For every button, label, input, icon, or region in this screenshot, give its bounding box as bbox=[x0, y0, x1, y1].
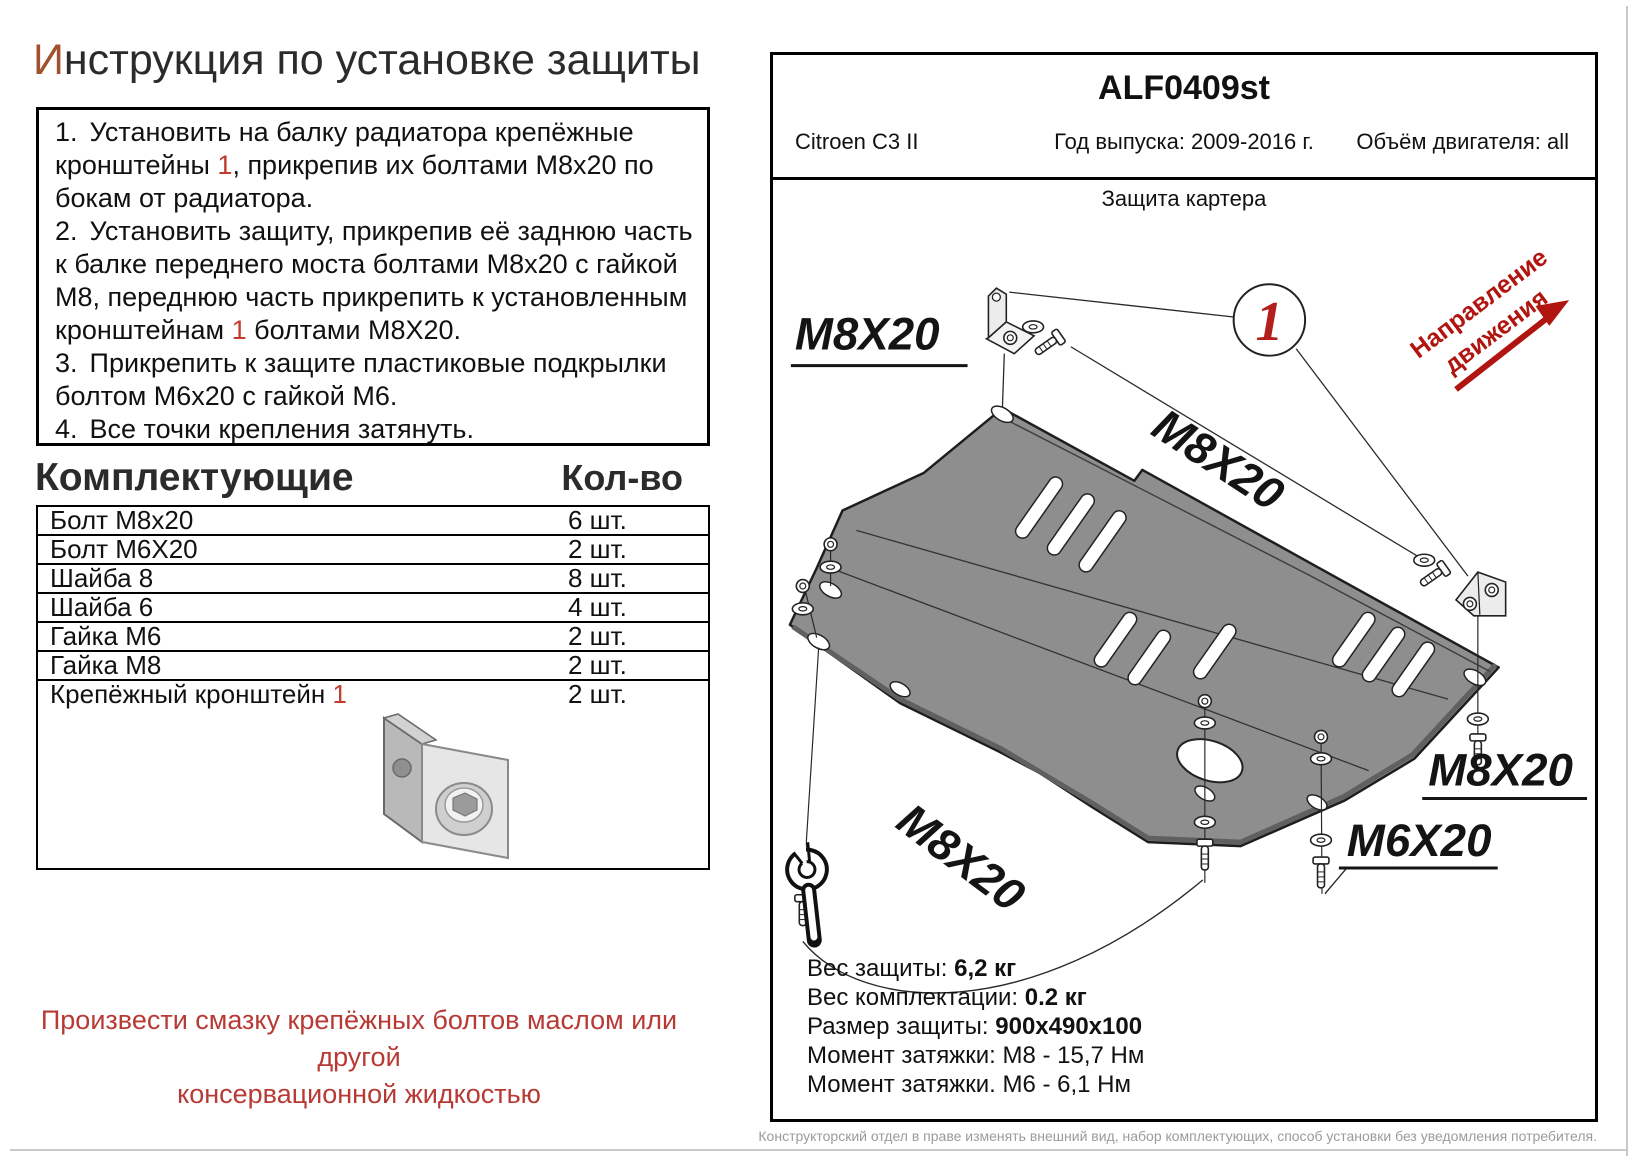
page-title: Инструкция по установке защиты bbox=[33, 36, 701, 85]
title-rest: нструкция по установке защиты bbox=[63, 36, 701, 84]
page-edge-right bbox=[1626, 6, 1628, 1156]
label-m8x20-left: M8X20 bbox=[888, 794, 1034, 922]
direction-of-travel: Направление движения bbox=[1406, 244, 1570, 392]
right-bracket bbox=[1454, 571, 1507, 617]
parts-qty-header: Кол-во bbox=[561, 457, 683, 498]
instruction-item: 1.Установить на балку радиатора крепёжны… bbox=[55, 117, 654, 213]
page-edge-bottom bbox=[10, 1149, 1628, 1151]
red-ref-1: 1 bbox=[231, 315, 247, 345]
parts-title: Комплектующие bbox=[35, 456, 354, 499]
title-initial: И bbox=[33, 36, 64, 84]
spec-line: Момент затяжки. М6 - 6,1 Нм bbox=[807, 1071, 1132, 1098]
panel-header: ALF0409st Citroen C3 II Год выпуска: 200… bbox=[773, 55, 1595, 180]
spec-line: Момент затяжки: М8 - 15,7 Нм bbox=[807, 1042, 1145, 1069]
instruction-item: 2.Установить защиту, прикрепив её заднюю… bbox=[55, 216, 693, 345]
wrench-icon bbox=[784, 830, 829, 948]
callout-1-number: 1 bbox=[1255, 291, 1283, 353]
vent-slots bbox=[1014, 476, 1436, 698]
spec-line: Вес защиты: 6,2 кг bbox=[807, 955, 1017, 982]
fine-print: Конструкторский отдел в праве изменять в… bbox=[758, 1128, 1597, 1144]
bracket-photo-cell bbox=[38, 708, 708, 868]
label-m6x20: M6X20 bbox=[1347, 815, 1492, 866]
product-subtitle: Защита картера bbox=[1101, 186, 1267, 211]
parts-header: Комплектующие Кол-во bbox=[35, 456, 683, 500]
instruction-item: 3.Прикрепить к защите пластиковые подкры… bbox=[55, 348, 667, 411]
instruction-item: 4.Все точки крепления затянуть. bbox=[55, 414, 474, 444]
installation-diagram: 1 Направление движения M8X20 M8X20 M8X20… bbox=[784, 244, 1588, 994]
specs-block: Вес защиты: 6,2 кг Вес комплектации: 0.2… bbox=[807, 954, 1144, 1099]
spec-line: Вес комплектации: 0.2 кг bbox=[807, 984, 1087, 1011]
callout-1: 1 bbox=[1232, 283, 1307, 357]
car-model: Citroen C3 II bbox=[795, 129, 919, 154]
lubrication-note: Произвести смазку крепёжных болтов масло… bbox=[40, 1005, 678, 1109]
leader-lines bbox=[1001, 291, 1469, 577]
product-sheet-panel: ALF0409st Citroen C3 II Год выпуска: 200… bbox=[770, 52, 1598, 1122]
red-ref-1: 1 bbox=[217, 150, 233, 180]
red-ref-1: 1 bbox=[332, 679, 347, 709]
top-bracket bbox=[984, 287, 1036, 355]
skid-plate-illustration bbox=[788, 405, 1500, 848]
mounting-bracket-image bbox=[382, 713, 509, 860]
label-m8x20-top: M8X20 bbox=[795, 309, 940, 360]
engine-volume: Объём двигателя: all bbox=[1356, 129, 1569, 154]
production-years: Год выпуска: 2009-2016 г. bbox=[1054, 129, 1314, 154]
product-code: ALF0409st bbox=[1098, 69, 1270, 107]
instructions-box: 1.Установить на балку радиатора крепёжны… bbox=[36, 107, 710, 446]
direction-arrow bbox=[1454, 300, 1570, 392]
label-m8x20-right: M8X20 bbox=[1428, 745, 1573, 796]
spec-line: Размер защиты: 900х490х100 bbox=[807, 1013, 1143, 1040]
